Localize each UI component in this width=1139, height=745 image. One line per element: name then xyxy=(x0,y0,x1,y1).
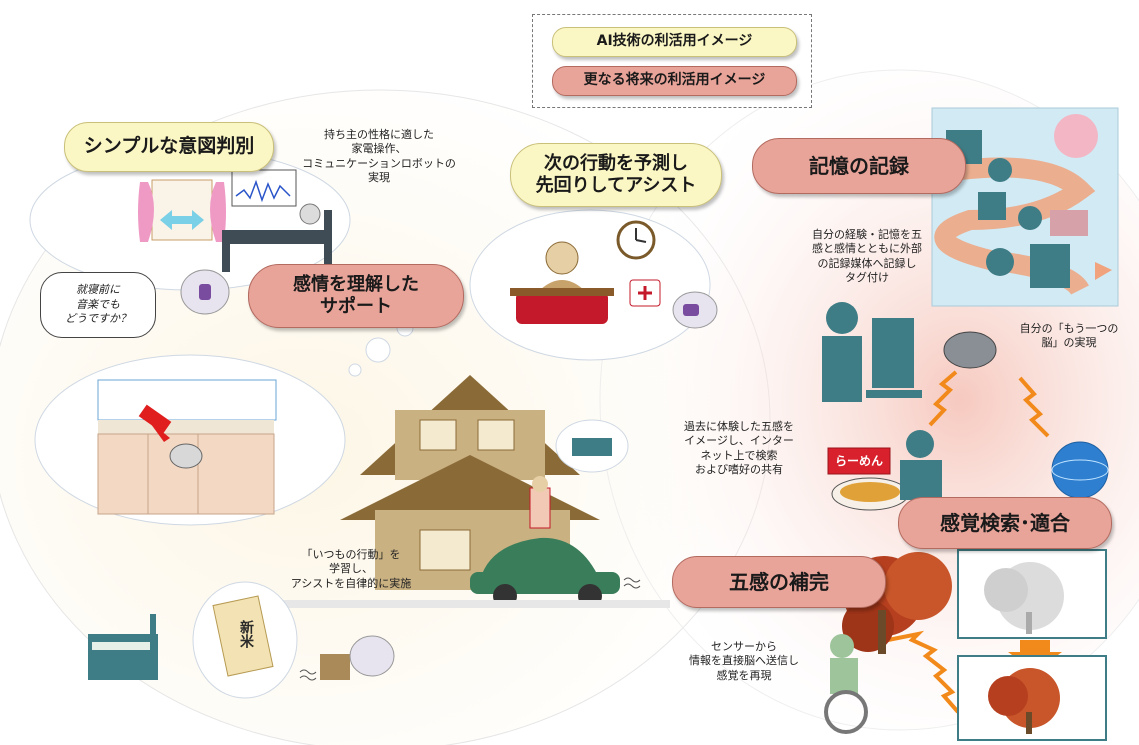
note-line: 家電操作、 xyxy=(351,142,407,156)
wheelchair-icon xyxy=(824,634,868,734)
note-line: 実現 xyxy=(368,170,390,184)
store-icon xyxy=(88,614,158,680)
note-line: 「いつもの行動」を xyxy=(301,548,401,561)
robot-icon xyxy=(180,269,230,315)
label-simple-intent: シンプルな意図判別 xyxy=(64,122,274,172)
note-line: の記録媒体へ記録し xyxy=(817,256,917,270)
note-routine-learning: 「いつもの行動」を 学習し、 アシストを自律的に実施 xyxy=(276,548,426,591)
legend-future-pill: 更なる将来の利活用イメージ xyxy=(552,66,797,96)
note-line: 脳」の実現 xyxy=(1041,336,1097,350)
car-icon xyxy=(470,537,620,608)
legend-ai-pill: AI技術の利活用イメージ xyxy=(552,27,797,57)
note-line: 学習し、 xyxy=(329,562,373,576)
customer-icon xyxy=(900,430,942,500)
emotion-line-1: 感情を理解した xyxy=(293,273,419,295)
note-line: 感覚を再現 xyxy=(716,668,772,682)
note-robot-personality: 持ち主の性格に適した 家電操作、 コミュニケーションロボットの 実現 xyxy=(278,128,480,185)
note-past-senses: 過去に体験した五感を イメージし、インター ネット上で検索 および嗜好の共有 xyxy=(674,420,804,477)
predict-line-2: 先回りしてアシスト xyxy=(535,175,697,196)
speech-line: 音楽でも xyxy=(76,297,120,311)
predict-line-1: 次の行動を予測し xyxy=(544,152,688,174)
office-worker-icon xyxy=(822,302,922,402)
note-line: コミュニケーションロボットの xyxy=(302,156,456,170)
note-line: ネット上で検索 xyxy=(700,448,778,462)
speech-line: どうですか？ xyxy=(65,312,131,326)
label-sense-search: 感覚検索･適合 xyxy=(898,497,1112,549)
note-line: 持ち主の性格に適した xyxy=(324,128,434,141)
note-line: 情報を直接脳へ送信し xyxy=(689,654,799,668)
label-memory-record: 記憶の記録 xyxy=(752,138,966,194)
note-line: 感と感情とともに外部 xyxy=(812,242,922,256)
label-emotion-support: 感情を理解した サポート xyxy=(248,264,464,328)
rice-bag-label: 新米 xyxy=(238,620,254,648)
note-line: アシストを自律的に実施 xyxy=(290,576,412,590)
label-five-senses: 五感の補完 xyxy=(672,556,886,608)
note-line: 自分の経験・記憶を五 xyxy=(812,228,922,241)
note-line: イメージし、インター xyxy=(684,434,794,448)
note-second-brain: 自分の「もう一つの 脳」の実現 xyxy=(1006,322,1132,351)
note-sensor-brain: センサーから 情報を直接脳へ送信し 感覚を再現 xyxy=(676,640,812,683)
note-line: 自分の「もう一つの xyxy=(1019,322,1119,335)
speech-bubble-bedtime: 就寝前に 音楽でも どうですか？ xyxy=(40,272,156,338)
speech-line: 就寝前に xyxy=(76,282,120,296)
window-icon xyxy=(151,179,213,241)
brain-icon xyxy=(943,331,997,369)
globe-icon xyxy=(1051,441,1109,499)
ramen-sign: らーめん xyxy=(834,454,883,468)
note-memory-tagging: 自分の経験・記憶を五 感と感情とともに外部 の記録媒体へ記録し タグ付け xyxy=(800,228,934,285)
note-line: 過去に体験した五感を xyxy=(684,420,794,433)
note-line: および嗜好の共有 xyxy=(695,462,783,476)
note-line: センサーから xyxy=(711,640,777,653)
note-line: タグ付け xyxy=(845,270,889,284)
emotion-line-2: サポート xyxy=(320,296,392,317)
label-predict-assist: 次の行動を予測し 先回りしてアシスト xyxy=(510,143,722,207)
